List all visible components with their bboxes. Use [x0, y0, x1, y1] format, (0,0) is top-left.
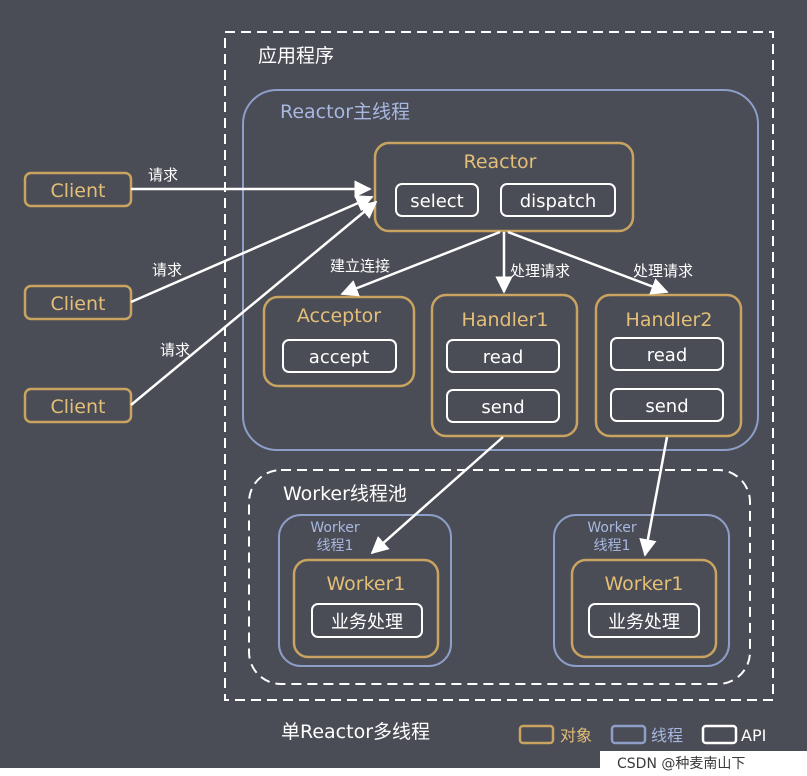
- dispatch-api-box: [500, 183, 616, 217]
- worker-task-label-2: 业务处理: [608, 612, 680, 633]
- handler1-label: Handler1: [462, 309, 549, 331]
- accept-api-box: [282, 339, 397, 373]
- request-label-2: 请求: [152, 261, 182, 279]
- worker-task-box-1: [311, 603, 423, 638]
- client-label-2: Client: [50, 293, 105, 315]
- handler2-send-label: send: [645, 396, 688, 417]
- worker-thread-box-2: [553, 514, 730, 667]
- reactor-thread-box: [242, 89, 759, 451]
- request-arrow-2: [130, 195, 374, 304]
- establish-connection-label: 建立连接: [330, 257, 390, 275]
- handler1-send-box: [446, 389, 560, 423]
- acceptor-box: [262, 295, 416, 388]
- legend-api-label: API: [741, 726, 766, 745]
- worker-object-box-1: [292, 558, 440, 659]
- process-request-label-2: 处理请求: [633, 262, 693, 280]
- worker-task-box-2: [588, 603, 700, 638]
- worker-object-label-1: Worker1: [326, 573, 405, 595]
- handler1-read-label: read: [483, 347, 524, 368]
- reactor-label: Reactor: [463, 151, 536, 173]
- legend-thread-swatch: [610, 724, 647, 745]
- handler1-read-box: [446, 339, 560, 373]
- application-label: 应用程序: [258, 45, 334, 67]
- legend-thread-label: 线程: [651, 726, 683, 745]
- select-api-box: [395, 183, 479, 217]
- acceptor-label: Acceptor: [297, 305, 381, 327]
- client-box-2: [23, 284, 133, 321]
- handler2-send-box: [610, 388, 724, 422]
- csdn-watermark: CSDN @种麦南山下: [617, 756, 745, 772]
- establish-connection-arrow: [340, 230, 501, 297]
- legend-object-label: 对象: [560, 726, 592, 745]
- process-request-label-1: 处理请求: [510, 262, 570, 280]
- request-label-3: 请求: [160, 341, 190, 359]
- diagram-caption: 单Reactor多线程: [281, 721, 430, 743]
- handler2-box: [594, 293, 743, 438]
- handler2-read-label: read: [647, 345, 688, 366]
- worker-thread-label-2a: Worker: [587, 520, 637, 536]
- handler2-to-worker-arrow: [639, 436, 669, 557]
- process-request-arrow-2: [507, 230, 669, 295]
- reactor-thread-label: Reactor主线程: [280, 101, 410, 123]
- application-container: [224, 31, 774, 701]
- worker-object-box-2: [570, 558, 718, 659]
- worker-task-label-1: 业务处理: [331, 612, 403, 633]
- accept-api-label: accept: [309, 347, 369, 368]
- client-label-1: Client: [50, 180, 105, 202]
- legend-api-swatch: [701, 724, 738, 745]
- worker-pool-label: Worker线程池: [283, 483, 407, 505]
- request-arrow-3: [130, 200, 378, 406]
- handler2-read-box: [610, 337, 724, 371]
- handler1-send-label: send: [481, 397, 524, 418]
- worker-pool-container: [248, 469, 751, 685]
- client-label-3: Client: [50, 396, 105, 418]
- dispatch-api-label: dispatch: [520, 191, 597, 212]
- worker-thread-box-1: [278, 514, 452, 667]
- worker-thread-label-2b: 线程1: [594, 538, 631, 554]
- select-api-label: select: [410, 191, 463, 212]
- worker-object-label-2: Worker1: [604, 573, 683, 595]
- handler1-to-worker-arrow: [370, 436, 504, 555]
- reactor-box: [373, 141, 635, 233]
- worker-thread-label-1b: 线程1: [317, 538, 354, 554]
- handler1-box: [430, 293, 579, 438]
- worker-thread-label-1a: Worker: [310, 520, 360, 536]
- handler2-label: Handler2: [626, 309, 713, 331]
- request-label-1: 请求: [148, 166, 178, 184]
- legend-object-swatch: [518, 724, 555, 745]
- client-box-3: [23, 387, 133, 424]
- watermark-strip: [600, 751, 807, 776]
